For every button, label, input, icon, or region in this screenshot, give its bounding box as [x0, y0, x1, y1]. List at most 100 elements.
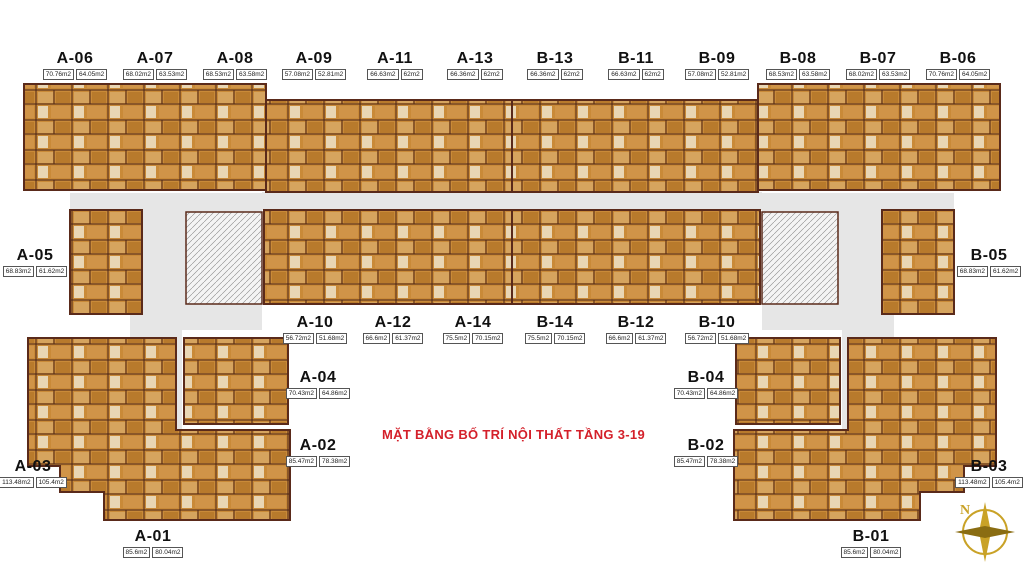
unit-area-gross: 66.6m2: [362, 333, 391, 344]
unit-code: A-09: [295, 50, 333, 67]
unit-area-net: 63.53m2: [879, 69, 911, 80]
compass-rose: [955, 502, 1015, 562]
block-top-mid-right: [511, 99, 759, 193]
unit-code: B-03: [970, 458, 1008, 475]
unit-code: A-01: [134, 528, 172, 545]
unit-area-net: 62m2: [400, 69, 423, 80]
unit-area-gross: 70.43m2: [673, 388, 705, 399]
unit-code: A-05: [16, 247, 54, 264]
unit-area-net: 61.37m2: [392, 333, 424, 344]
unit-code: B-10: [698, 314, 736, 331]
unit-area-net: 64.05m2: [76, 69, 108, 80]
unit-area-net: 78.38m2: [319, 456, 351, 467]
unit-code: B-01: [852, 528, 890, 545]
compass-north-letter: N: [960, 503, 970, 518]
unit-area-gross: 66.63m2: [608, 69, 640, 80]
unit-area-gross: 68.02m2: [845, 69, 877, 80]
block-a03-a01: [27, 337, 291, 521]
unit-area-gross: 113.48m2: [955, 477, 990, 488]
unit-area-net: 64.05m2: [959, 69, 991, 80]
unit-area-net: 105.4m2: [35, 477, 67, 488]
unit-area-gross: 66.36m2: [447, 69, 479, 80]
unit-code: B-02: [687, 437, 725, 454]
stair-cores: [185, 211, 839, 305]
unit-area-gross: 70.43m2: [285, 388, 317, 399]
unit-area-gross: 85.6m2: [840, 547, 869, 558]
unit-code: A-10: [296, 314, 334, 331]
block-b05: [881, 209, 955, 315]
block-inner-left: [263, 209, 513, 305]
unit-area-net: 62m2: [560, 69, 583, 80]
unit-area-gross: 68.02m2: [122, 69, 154, 80]
unit-code: B-06: [939, 50, 977, 67]
unit-code: B-11: [618, 50, 654, 67]
unit-area-net: 52.81m2: [718, 69, 750, 80]
unit-area-net: 64.86m2: [707, 388, 739, 399]
unit-area-gross: 57.08m2: [684, 69, 716, 80]
block-b03-b01: [733, 337, 997, 521]
block-top-mid-left: [265, 99, 513, 193]
unit-area-gross: 66.36m2: [527, 69, 559, 80]
unit-code: B-14: [536, 314, 574, 331]
unit-area-net: 61.62m2: [36, 266, 68, 277]
unit-code: A-11: [377, 50, 413, 67]
stair-core-left: [185, 211, 263, 305]
unit-area-net: 52.81m2: [315, 69, 347, 80]
unit-area-net: 62m2: [641, 69, 664, 80]
unit-area-gross: 68.83m2: [2, 266, 34, 277]
unit-area-gross: 70.76m2: [925, 69, 957, 80]
unit-area-gross: 68.53m2: [202, 69, 234, 80]
unit-area-gross: 85.6m2: [122, 547, 151, 558]
unit-code: B-12: [617, 314, 655, 331]
unit-area-gross: 66.6m2: [605, 333, 634, 344]
plan-title: MẶT BẰNG BỐ TRÍ NỘI THẤT TẦNG 3-19: [382, 427, 645, 442]
unit-area-net: 80.04m2: [152, 547, 184, 558]
unit-area-gross: 68.83m2: [956, 266, 988, 277]
unit-code: A-13: [456, 50, 494, 67]
unit-area-net: 63.58m2: [236, 69, 268, 80]
unit-area-net: 62m2: [480, 69, 503, 80]
unit-area-net: 78.38m2: [707, 456, 739, 467]
block-b04: [735, 337, 841, 425]
block-top-left: [23, 83, 267, 191]
unit-area-gross: 70.76m2: [42, 69, 74, 80]
